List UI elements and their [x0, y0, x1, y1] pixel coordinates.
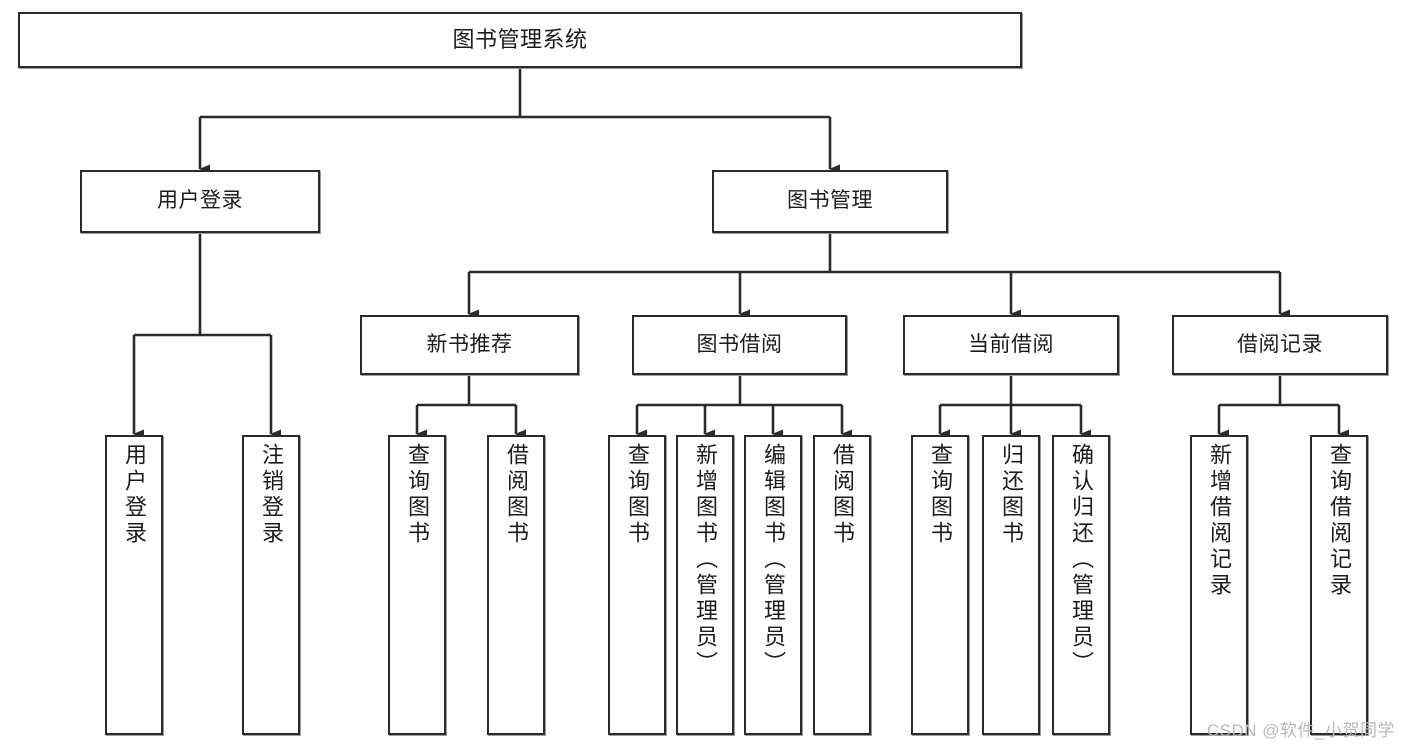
leaf-node-11-label: 确认归还（管理员）: [1069, 443, 1094, 677]
level2-node-1-label: 用户登录: [157, 189, 243, 213]
leaf-node-6[interactable]: 新增图书（管理员）: [676, 435, 734, 735]
level3-node-1[interactable]: 新书推荐: [360, 315, 579, 375]
leaf-node-11[interactable]: 确认归还（管理员）: [1052, 435, 1110, 735]
level2-node-1[interactable]: 用户登录: [80, 170, 320, 233]
level3-node-2-label: 图书借阅: [696, 332, 783, 356]
leaf-node-13[interactable]: 查询借阅记录: [1310, 435, 1368, 735]
root-node[interactable]: 图书管理系统: [18, 12, 1022, 68]
root-node-label: 图书管理系统: [452, 27, 588, 53]
leaf-node-3-label: 查询图书: [405, 443, 430, 547]
leaf-node-9[interactable]: 查询图书: [911, 435, 969, 735]
leaf-node-12[interactable]: 新增借阅记录: [1190, 435, 1248, 735]
leaf-node-7-label: 编辑图书（管理员）: [761, 443, 786, 677]
level3-node-3[interactable]: 当前借阅: [903, 315, 1119, 375]
level3-node-3-label: 当前借阅: [968, 332, 1054, 356]
leaf-node-13-label: 查询借阅记录: [1327, 443, 1352, 599]
leaf-node-7[interactable]: 编辑图书（管理员）: [744, 435, 802, 735]
level2-node-2-label: 图书管理: [787, 189, 873, 213]
leaf-node-12-label: 新增借阅记录: [1207, 443, 1232, 599]
level3-node-2[interactable]: 图书借阅: [632, 315, 847, 375]
leaf-node-10-label: 归还图书: [999, 443, 1024, 547]
leaf-node-2[interactable]: 注销登录: [242, 435, 300, 735]
leaf-node-5[interactable]: 查询图书: [608, 435, 666, 735]
leaf-node-6-label: 新增图书（管理员）: [693, 443, 718, 677]
leaf-node-10[interactable]: 归还图书: [982, 435, 1040, 735]
leaf-node-8[interactable]: 借阅图书: [813, 435, 871, 735]
leaf-node-1[interactable]: 用户登录: [105, 435, 163, 735]
leaf-node-2-label: 注销登录: [259, 443, 284, 547]
level3-node-4-label: 借阅记录: [1237, 332, 1323, 356]
level2-node-2[interactable]: 图书管理: [712, 170, 948, 233]
leaf-node-3[interactable]: 查询图书: [388, 435, 446, 735]
leaf-node-4-label: 借阅图书: [504, 443, 529, 547]
leaf-node-4[interactable]: 借阅图书: [487, 435, 545, 735]
leaf-node-9-label: 查询图书: [928, 443, 953, 547]
leaf-node-1-label: 用户登录: [122, 443, 147, 547]
leaf-node-8-label: 借阅图书: [830, 443, 855, 547]
leaf-node-5-label: 查询图书: [625, 443, 650, 547]
level3-node-4[interactable]: 借阅记录: [1172, 315, 1388, 375]
level3-node-1-label: 新书推荐: [426, 332, 513, 356]
